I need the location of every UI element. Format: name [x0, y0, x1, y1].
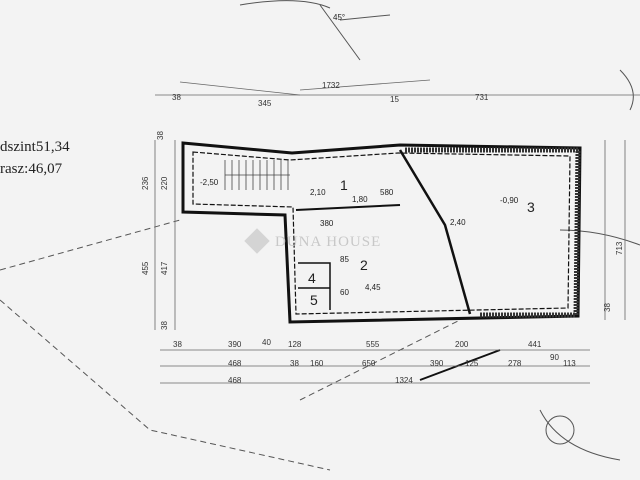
- dim-label: 38: [156, 131, 165, 140]
- level-room3: -0,90: [500, 196, 519, 205]
- interior-dim: 380: [320, 219, 334, 228]
- interior-dim: 1,80: [352, 195, 368, 204]
- watermark: DUNA HOUSE: [244, 228, 381, 254]
- dim-label: 15: [390, 95, 399, 104]
- interior-dim: 2,40: [450, 218, 466, 227]
- interior-dim: 4,45: [365, 283, 381, 292]
- room-number-2: 2: [360, 257, 368, 273]
- room-number-3: 3: [527, 199, 535, 215]
- watermark-text: DUNA HOUSE: [275, 234, 381, 250]
- stairs: [224, 160, 290, 190]
- dim-label: 220: [160, 176, 169, 190]
- dim-label: 128: [288, 340, 302, 349]
- room-number-1: 1: [340, 177, 348, 193]
- dim-label: 390: [430, 359, 444, 368]
- interior-dim: 2,10: [310, 188, 326, 197]
- dim-label: 390: [228, 340, 242, 349]
- dim-label: 455: [141, 261, 150, 275]
- dim-label: 125: [465, 359, 479, 368]
- dim-label: 731: [475, 93, 489, 102]
- level-stair: -2,50: [200, 178, 219, 187]
- dim-label: 345: [258, 99, 272, 108]
- dim-label: 650: [362, 359, 376, 368]
- dim-label: 441: [528, 340, 542, 349]
- floor-level-label: rasz:46,07: [0, 161, 63, 177]
- dim-label: 417: [160, 261, 169, 275]
- room-number-5: 5: [310, 292, 318, 308]
- dim-label: 713: [615, 241, 624, 255]
- dim-label: 1732: [322, 81, 340, 90]
- interior-dim: 580: [380, 188, 394, 197]
- ground-level-label: dszint51,34: [0, 139, 70, 155]
- stone-wall: [405, 147, 581, 318]
- dim-label: 468: [228, 359, 242, 368]
- dim-label: 38: [160, 321, 169, 330]
- room-number-4: 4: [308, 270, 316, 286]
- interior-dim: 60: [340, 288, 349, 297]
- dim-label: 1324: [395, 376, 413, 385]
- angle-label: 45°: [333, 13, 345, 22]
- dim-label: 90: [550, 353, 559, 362]
- dim-label: 468: [228, 376, 242, 385]
- dim-label: 555: [366, 340, 380, 349]
- walls: [181, 141, 582, 324]
- dim-label: 40: [262, 338, 271, 347]
- interior-dim: 85: [340, 255, 349, 264]
- dim-label: 278: [508, 359, 522, 368]
- dim-label: 38: [603, 303, 612, 312]
- dim-label: 200: [455, 340, 469, 349]
- dim-label: 113: [563, 359, 576, 368]
- dim-label: 38: [290, 359, 299, 368]
- dim-label: 236: [141, 176, 150, 190]
- dim-label: 38: [173, 340, 182, 349]
- dimension-lines: [154, 79, 640, 384]
- dim-label: 160: [310, 359, 324, 368]
- dim-label: 38: [172, 93, 181, 102]
